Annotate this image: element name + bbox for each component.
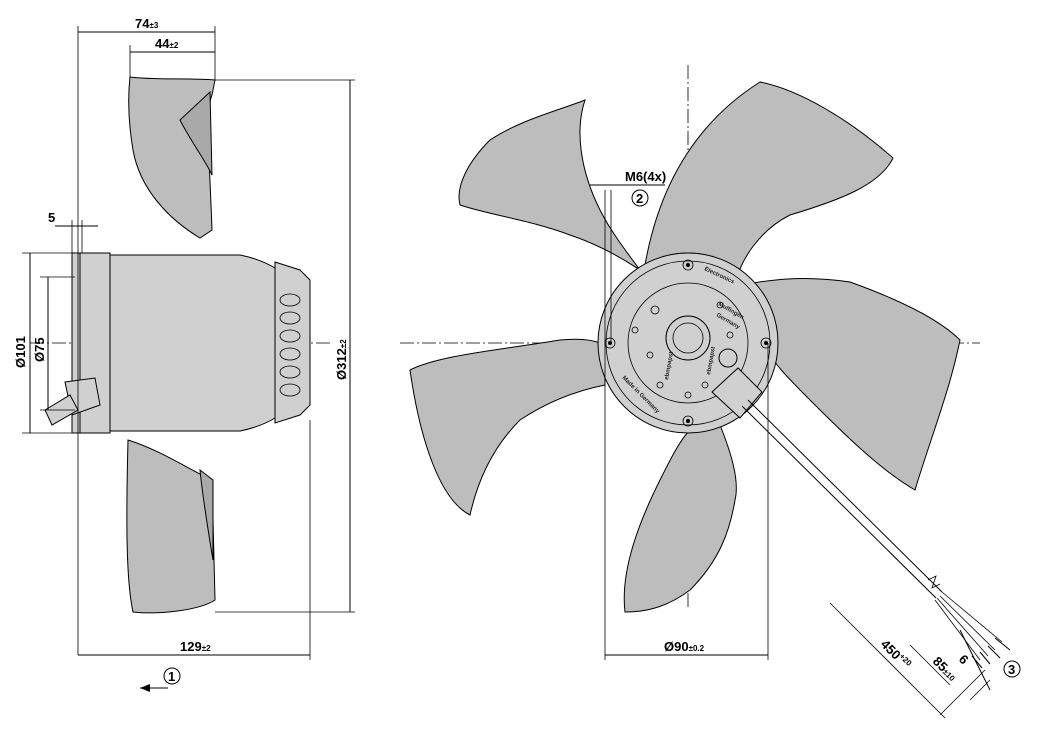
dim-d101: Ø101	[13, 336, 28, 368]
callout-3	[1003, 660, 1021, 678]
dim-85: 85±10	[930, 654, 961, 685]
front-cable-top	[747, 399, 943, 593]
svg-text:1: 1	[168, 669, 175, 684]
side-blade-top-edge	[179, 90, 213, 176]
dim-44: 44±2	[155, 36, 179, 51]
front-hub-ring	[605, 260, 771, 426]
dim-450: 450+20	[878, 637, 914, 673]
dim-d75: Ø75	[32, 337, 47, 362]
front-blade-3	[623, 424, 737, 613]
svg-text:2: 2	[636, 191, 643, 206]
front-wires	[934, 591, 1011, 669]
dim-6: 6	[956, 652, 972, 668]
callout-1	[163, 667, 181, 685]
side-view: 74±3 44±2 5 Ø101 Ø75 Ø312±2 129±2 1	[13, 16, 355, 692]
front-screws	[631, 301, 738, 399]
hub-label-brand-2: ebmpapst	[706, 346, 717, 375]
front-cable-bottom	[741, 405, 937, 599]
side-blade-bottom	[126, 439, 216, 614]
side-hub-body	[109, 254, 276, 432]
front-blade-5	[458, 99, 641, 271]
dim-74: 74±3	[135, 16, 159, 31]
callout-2	[631, 189, 649, 207]
front-blade-4	[409, 338, 606, 516]
front-blade-2	[739, 278, 961, 491]
side-rotor	[274, 261, 311, 424]
front-hub-inner-ring	[627, 282, 749, 404]
dim-d90: Ø90±0.2	[664, 639, 705, 654]
side-rotor-fins	[279, 293, 301, 397]
front-shaft-boss	[665, 315, 711, 361]
thread-label: M6(4x)	[625, 169, 666, 184]
dim-129: 129±2	[180, 639, 211, 654]
dim-5: 5	[48, 210, 55, 225]
front-cable-gland	[711, 367, 763, 419]
front-view: ebmpapst ebmpapst Mulfingen Germany Made…	[400, 65, 1021, 719]
side-blade-bottom-edge	[199, 468, 214, 561]
hub-label-brand-1: ebmpapst	[664, 351, 675, 380]
dim-d312: Ø312±2	[334, 339, 349, 380]
svg-text:3: 3	[1008, 662, 1015, 677]
front-blade-1	[644, 81, 894, 286]
